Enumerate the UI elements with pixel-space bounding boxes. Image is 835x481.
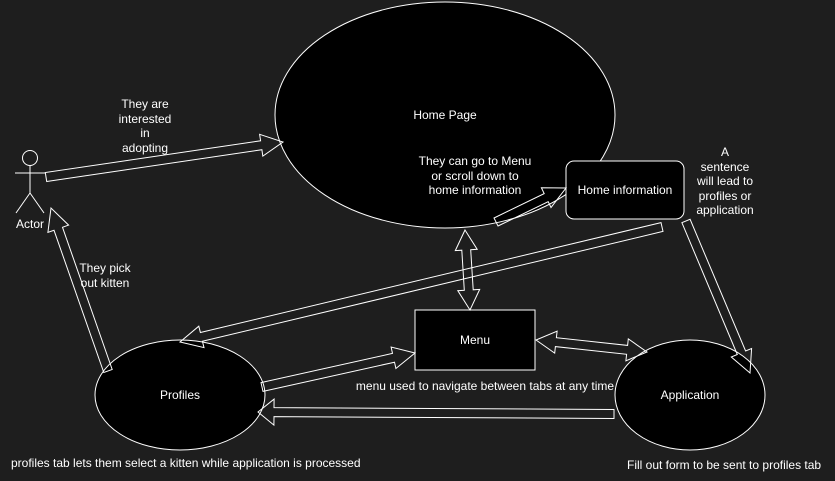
arrow-home-information-to-profiles[interactable] <box>178 221 664 349</box>
arrow-profiles-to-menu[interactable] <box>260 346 417 392</box>
arrow-profiles-to-actor[interactable] <box>47 206 113 374</box>
edge-label-sentence: A sentence will lead to profiles or appl… <box>696 145 754 217</box>
profiles-label: Profiles <box>159 388 200 402</box>
actor-icon[interactable] <box>15 150 45 214</box>
arrow-menu-application[interactable] <box>534 330 649 362</box>
application-node[interactable] <box>614 339 766 451</box>
arrow-actor-to-home-page[interactable] <box>44 133 285 183</box>
menu-label: Menu <box>459 333 491 347</box>
application-note: Fill out form to be sent to profiles tab <box>627 458 822 472</box>
actor-label: Actor <box>15 217 44 231</box>
edge-label-interested: They are interested in adopting <box>118 97 172 155</box>
home-page-node[interactable] <box>274 1 616 229</box>
menu-node[interactable] <box>414 309 536 371</box>
application-label: Application <box>660 388 720 402</box>
arrow-home-page-to-home-information[interactable] <box>493 187 568 227</box>
edge-label-menu-or-scroll: They can go to Menu or scroll down to ho… <box>418 154 532 197</box>
home-page-label: Home Page <box>413 108 477 122</box>
profiles-node[interactable] <box>94 339 266 451</box>
edge-label-navigate: menu used to navigate between tabs at an… <box>355 379 615 393</box>
arrow-application-to-profiles[interactable] <box>257 398 615 427</box>
arrow-home-page-menu[interactable] <box>454 228 481 312</box>
arrow-home-information-to-application[interactable] <box>681 218 753 375</box>
home-information-label: Home information <box>577 183 673 197</box>
profiles-note: profiles tab lets them select a kitten w… <box>11 456 361 470</box>
edge-label-pick-kitten: They pick out kitten <box>79 261 131 290</box>
home-information-node[interactable] <box>565 160 685 220</box>
